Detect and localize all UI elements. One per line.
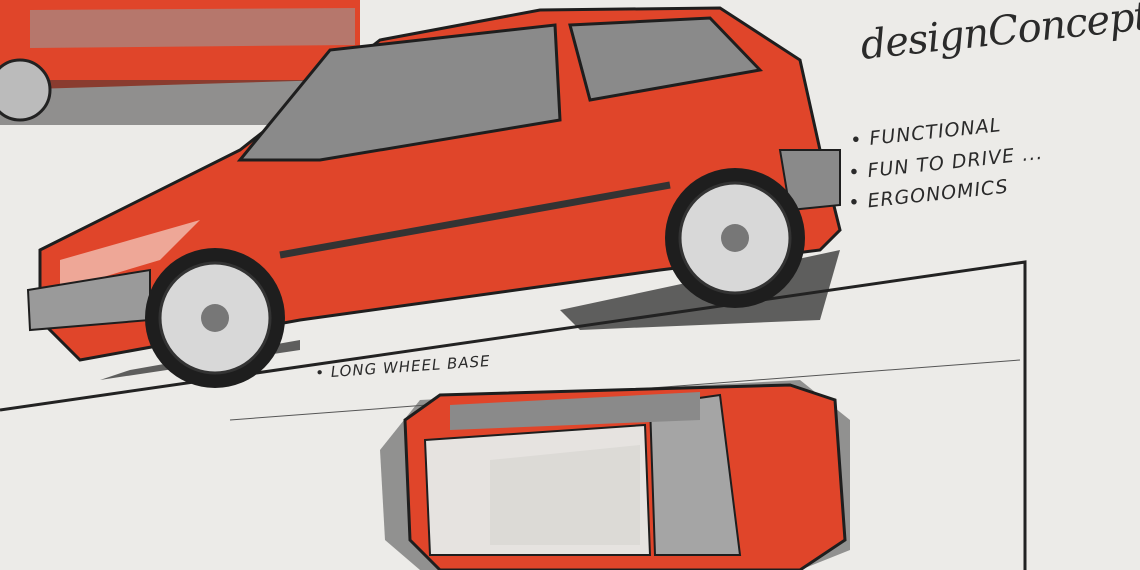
ground-line [0,260,1027,570]
top-view-car [380,380,850,570]
side-view-car [26,6,842,388]
partial-car-sketch-top-left [0,0,360,125]
